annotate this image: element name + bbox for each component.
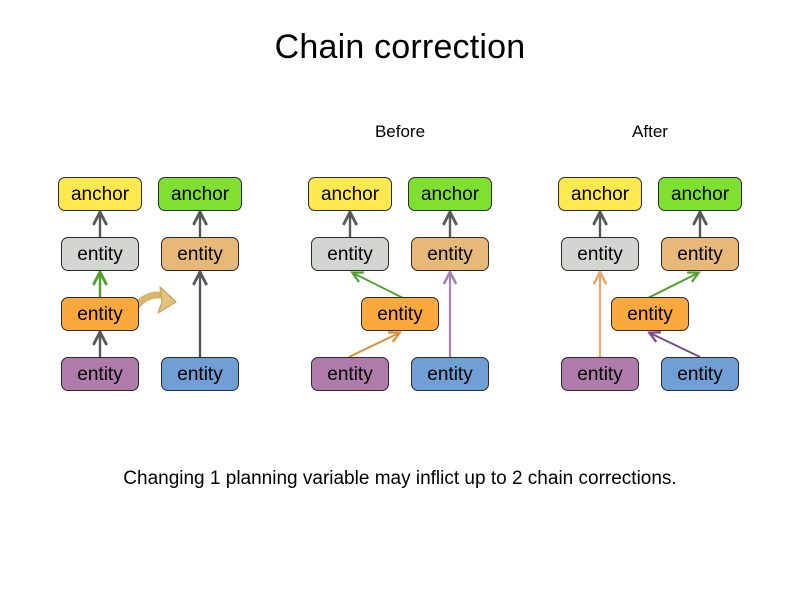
node-entity-orange[interactable]: entity <box>61 297 139 331</box>
node-entity-orange[interactable]: entity <box>361 297 439 331</box>
panel-label-before: Before <box>374 122 426 141</box>
edge-orange-to-tan <box>647 273 698 299</box>
node-entity-blue[interactable]: entity <box>161 357 239 391</box>
page-title: Chain correction <box>274 28 526 66</box>
node-entity-purple[interactable]: entity <box>311 357 389 391</box>
node-entity-purple[interactable]: entity <box>561 357 639 391</box>
panel-label-after: After <box>632 122 668 141</box>
edge-orange-to-gray <box>353 273 404 299</box>
edge-purple-to-orange <box>348 333 399 358</box>
node-entity-tan[interactable]: entity <box>161 237 239 271</box>
panel-initial-edges <box>100 213 200 357</box>
node-anchor-left[interactable]: anchor <box>58 177 142 211</box>
slide-caption: Changing 1 planning variable may inflict… <box>123 468 677 489</box>
drag-arrow-head <box>157 286 177 314</box>
node-entity-blue[interactable]: entity <box>661 357 739 391</box>
node-entity-blue[interactable]: entity <box>411 357 489 391</box>
node-entity-tan[interactable]: entity <box>661 237 739 271</box>
edge-blue-to-orange <box>650 333 701 358</box>
panel-after-edges <box>600 213 701 358</box>
node-entity-gray[interactable]: entity <box>61 237 139 271</box>
node-anchor-right[interactable]: anchor <box>158 177 242 211</box>
node-entity-gray[interactable]: entity <box>561 237 639 271</box>
node-anchor-right[interactable]: anchor <box>658 177 742 211</box>
node-entity-gray[interactable]: entity <box>311 237 389 271</box>
node-anchor-left[interactable]: anchor <box>308 177 392 211</box>
panel-before-edges <box>348 213 450 358</box>
node-anchor-right[interactable]: anchor <box>408 177 492 211</box>
node-entity-tan[interactable]: entity <box>411 237 489 271</box>
node-anchor-left[interactable]: anchor <box>558 177 642 211</box>
node-entity-purple[interactable]: entity <box>61 357 139 391</box>
node-entity-orange[interactable]: entity <box>611 297 689 331</box>
